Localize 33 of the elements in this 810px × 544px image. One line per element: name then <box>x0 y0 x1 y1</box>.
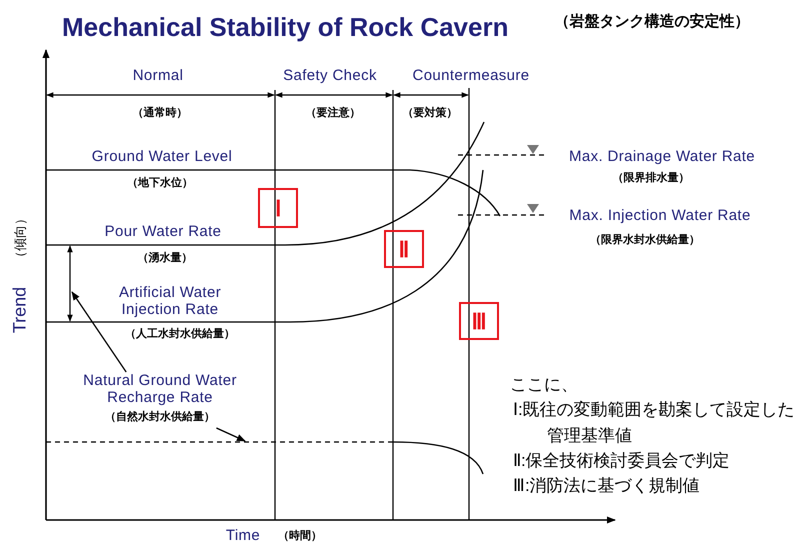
axis-label: Pour Water Rate <box>104 222 222 242</box>
axis-label: Natural Ground Water Recharge Rate <box>82 372 238 406</box>
japanese-label: （湧水量） <box>138 250 192 266</box>
axis-label: Artificial Water Injection Rate <box>118 284 222 318</box>
note-text: Ⅱ:保全技術検討委員会で判定 <box>513 450 730 472</box>
japanese-label: （自然水封水供給量） <box>105 410 215 425</box>
zone-marker: Ⅱ <box>384 230 424 268</box>
axis-label: Time <box>226 526 260 544</box>
axis-label: Normal <box>132 66 184 86</box>
leader-line <box>216 427 246 442</box>
zone-marker: Ⅰ <box>258 188 298 228</box>
japanese-label: （時間） <box>278 528 322 544</box>
japanese-label: （通常時） <box>132 106 188 121</box>
axis-title: Trend <box>8 286 30 334</box>
zone-marker: Ⅲ <box>459 302 499 340</box>
japanese-label: （要対策） <box>402 106 458 121</box>
axis-title: （傾向） <box>11 212 28 264</box>
japanese-label: （要注意） <box>306 106 360 121</box>
japanese-label: （人工水封水供給量） <box>125 326 235 342</box>
japanese-label: （限界排水量） <box>612 170 690 186</box>
title: Mechanical Stability of Rock Cavern <box>62 11 508 44</box>
axis-label: Safety Check <box>283 66 377 86</box>
note-text: Ⅰ:既往の変動範囲を勘案して設定した管理基準値 <box>513 399 796 447</box>
subtitle: （岩盤タンク構造の安定性） <box>554 12 750 32</box>
axis-label: Ground Water Level <box>92 146 232 167</box>
axis-label: Max. Injection Water Rate <box>569 206 751 226</box>
note-text: ここに、 <box>510 374 578 396</box>
japanese-label: （限界水封水供給量） <box>590 232 700 248</box>
leader-line <box>71 291 127 372</box>
axis-label: Max. Drainage Water Rate <box>569 146 755 167</box>
note-text: Ⅲ:消防法に基づく規制値 <box>513 475 700 497</box>
japanese-label: （地下水位） <box>127 176 193 191</box>
axis-label: Countermeasure <box>412 66 530 86</box>
